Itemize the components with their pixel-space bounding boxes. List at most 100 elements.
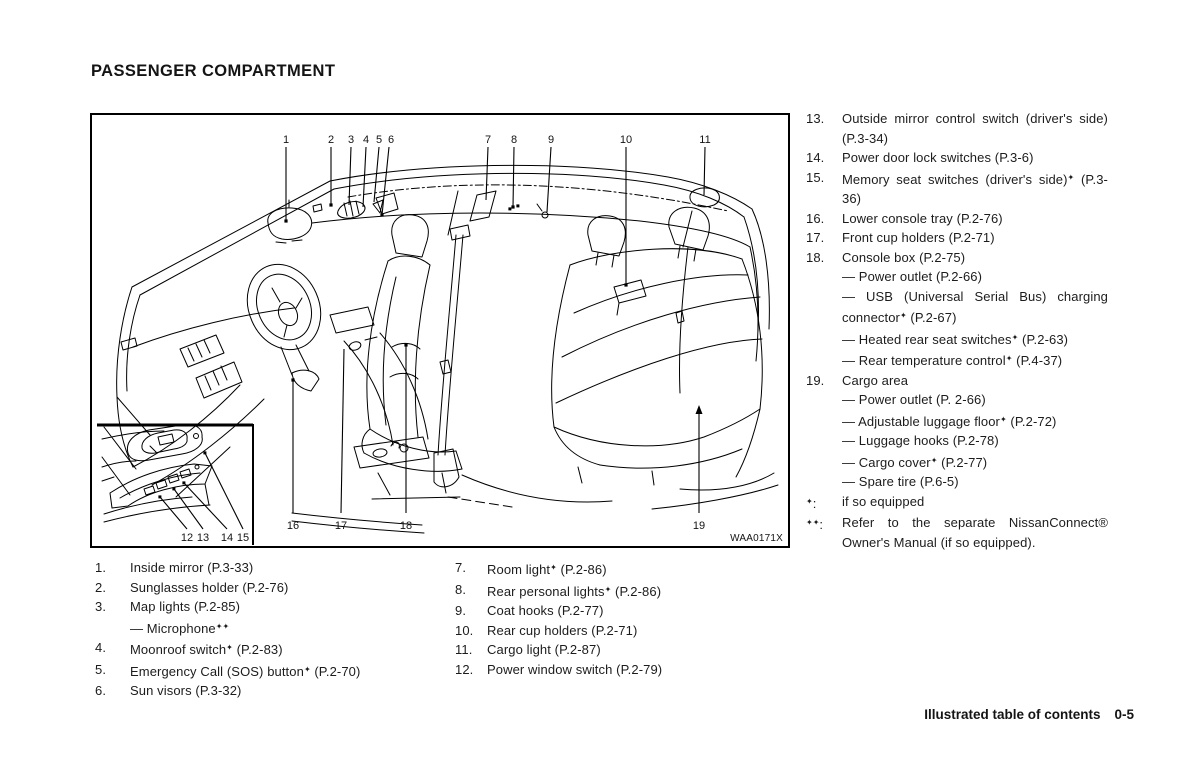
item-text: — Luggage hooks (P.2-78) — [842, 433, 999, 448]
item-number: 10. — [455, 622, 474, 638]
item-text: — Power outlet (P. 2-66) — [842, 392, 986, 407]
footnote: ✦:if so equipped — [806, 492, 1108, 514]
footnote-marker: ✦: — [806, 495, 817, 511]
footer-section-title: Illustrated table of contents — [924, 707, 1101, 722]
item-number: 4. — [95, 640, 107, 655]
legend-column-2: 7.Room light✦ (P.2-86) 8.Rear personal l… — [455, 558, 795, 679]
item-text: Front cup holders (P.2-71) — [842, 230, 995, 245]
footer-page-number: 0-5 — [1114, 707, 1134, 722]
inset-frame — [97, 423, 254, 545]
item-number — [95, 617, 130, 639]
item-text: Emergency Call (SOS) button✦ (P.2-70) — [130, 663, 361, 679]
list-item: 15. Memory seat switches (driver's side)✦… — [806, 168, 1108, 209]
item-number — [806, 267, 842, 287]
list-item: 5. Emergency Call (SOS) button✦ (P.2-70) — [95, 660, 447, 682]
item-number: 11. — [455, 642, 473, 657]
list-subitem: — Rear temperature control✦ (P.4-37) — [806, 349, 1108, 371]
footnote: ✦✦:Refer to the separate NissanConnect® … — [806, 513, 1108, 552]
item-number: 15. — [806, 169, 825, 185]
callout-labels: 1 2 3 4 5 6 7 8 9 10 11 16 17 18 19 12 1… — [181, 134, 711, 544]
item-text: — Heated rear seat switches✦ (P.2-63) — [842, 331, 1069, 347]
item-number: 5. — [95, 661, 107, 677]
list-item: 10. Rear cup holders (P.2-71) — [455, 621, 795, 641]
callout-label: 6 — [388, 134, 394, 146]
list-item: 12.Power window switch (P.2-79) — [455, 660, 795, 680]
item-number — [806, 328, 842, 350]
callout-label: 1 — [283, 134, 289, 146]
list-item: 14. Power door lock switches (P.3-6) — [806, 148, 1108, 168]
item-text: Memory seat switches (driver's side)✦ (P… — [842, 171, 1108, 207]
item-text: Map lights (P.2-85) — [130, 599, 241, 614]
legend-column-1: 1. Inside mirror (P.3-33) 2. Sunglasses ho… — [95, 558, 447, 701]
item-text: Console box (P.2-75) — [842, 249, 966, 265]
callout-label: 2 — [328, 134, 334, 146]
passenger-compartment-figure: 1 2 3 4 5 6 7 8 9 10 11 16 17 18 19 12 1… — [90, 113, 790, 548]
item-number: 13. — [806, 111, 825, 126]
callout-label: 12 — [181, 532, 193, 544]
item-number: 16. — [806, 210, 825, 226]
item-text: Rear cup holders (P.2-71) — [487, 622, 638, 638]
callout-label: 19 — [693, 520, 705, 532]
list-subitem: — Spare tire (P.6-5) — [806, 472, 1108, 492]
item-text: Sunglasses holder (P.2-76) — [130, 579, 289, 595]
item-number: 2. — [95, 579, 107, 595]
list-subitem: — Heated rear seat switches✦ (P.2-63) — [806, 328, 1108, 350]
callout-label: 14 — [221, 532, 233, 544]
item-number: 14. — [806, 150, 825, 165]
figure-code: WAA0171X — [730, 533, 783, 544]
leader-end-dots — [158, 203, 703, 499]
item-number: 19. — [806, 372, 825, 388]
item-number: 1. — [95, 560, 107, 575]
item-text: Lower console tray (P.2-76) — [842, 210, 1003, 226]
page-title: PASSENGER COMPARTMENT — [91, 62, 336, 80]
list-subitem: — Power outlet (P. 2-66) — [806, 390, 1108, 410]
item-number — [806, 410, 842, 432]
callout-label: 3 — [348, 134, 354, 146]
list-subitem: — Adjustable luggage floor✦ (P.2-72) — [806, 410, 1108, 432]
callout-leader-lines — [159, 146, 706, 530]
item-text: Room light✦ (P.2-86) — [487, 562, 607, 577]
item-text: Inside mirror (P.3-33) — [130, 560, 254, 575]
arrowhead-19 — [695, 405, 703, 414]
callout-label: 5 — [376, 134, 382, 146]
footnote-marker: ✦✦: — [806, 517, 824, 532]
item-number — [806, 349, 842, 371]
callout-label: 16 — [287, 520, 299, 532]
legend-column-3: 13. Outside mirror control switch (driver… — [806, 109, 1108, 552]
list-subitem: — USB (Universal Serial Bus) charging co… — [806, 287, 1108, 328]
item-text: — Cargo cover✦ (P.2-77) — [842, 454, 988, 470]
item-number: 3. — [95, 599, 107, 614]
list-subitem: — Microphone✦✦ — [95, 617, 447, 639]
list-item: 16. Lower console tray (P.2-76) — [806, 209, 1108, 229]
item-text: — USB (Universal Serial Bus) charging co… — [842, 288, 1108, 326]
item-number — [806, 472, 842, 492]
callout-label: 8 — [511, 134, 517, 146]
item-text: Outside mirror control switch (driver's … — [842, 111, 1108, 146]
item-text: Cargo light (P.2-87) — [487, 642, 601, 657]
callout-label: 7 — [485, 134, 491, 146]
item-number: 12. — [455, 661, 474, 677]
item-number: 18. — [806, 249, 825, 265]
item-number: 17. — [806, 230, 825, 245]
item-text: — Spare tire (P.6-5) — [842, 474, 959, 489]
car-interior-line-art — [101, 164, 779, 534]
item-number — [806, 287, 842, 328]
car-interior-illustration: 1 2 3 4 5 6 7 8 9 10 11 16 17 18 19 12 1… — [97, 134, 783, 545]
item-number — [806, 390, 842, 410]
item-number: 6. — [95, 683, 107, 698]
list-item: 19.Cargo area — [806, 371, 1108, 391]
list-item: 6. Sun visors (P.3-32) — [95, 681, 447, 701]
item-number: 8. — [455, 581, 467, 597]
item-text: Power door lock switches (P.3-6) — [842, 150, 1034, 165]
list-item: 7.Room light✦ (P.2-86) — [455, 558, 795, 580]
callout-label: 11 — [699, 134, 710, 146]
list-subitem: — Cargo cover✦ (P.2-77) — [806, 451, 1108, 473]
item-text: Moonroof switch✦ (P.2-83) — [130, 642, 283, 657]
item-text: Sun visors (P.3-32) — [130, 683, 242, 698]
list-item: 13. Outside mirror control switch (driver… — [806, 109, 1108, 148]
list-item: 8.Rear personal lights✦ (P.2-86) — [455, 580, 795, 602]
list-item: 2. Sunglasses holder (P.2-76) — [95, 578, 447, 598]
callout-label: 4 — [363, 134, 369, 146]
item-text: — Adjustable luggage floor✦ (P.2-72) — [842, 413, 1057, 429]
callout-label: 13 — [197, 532, 209, 544]
